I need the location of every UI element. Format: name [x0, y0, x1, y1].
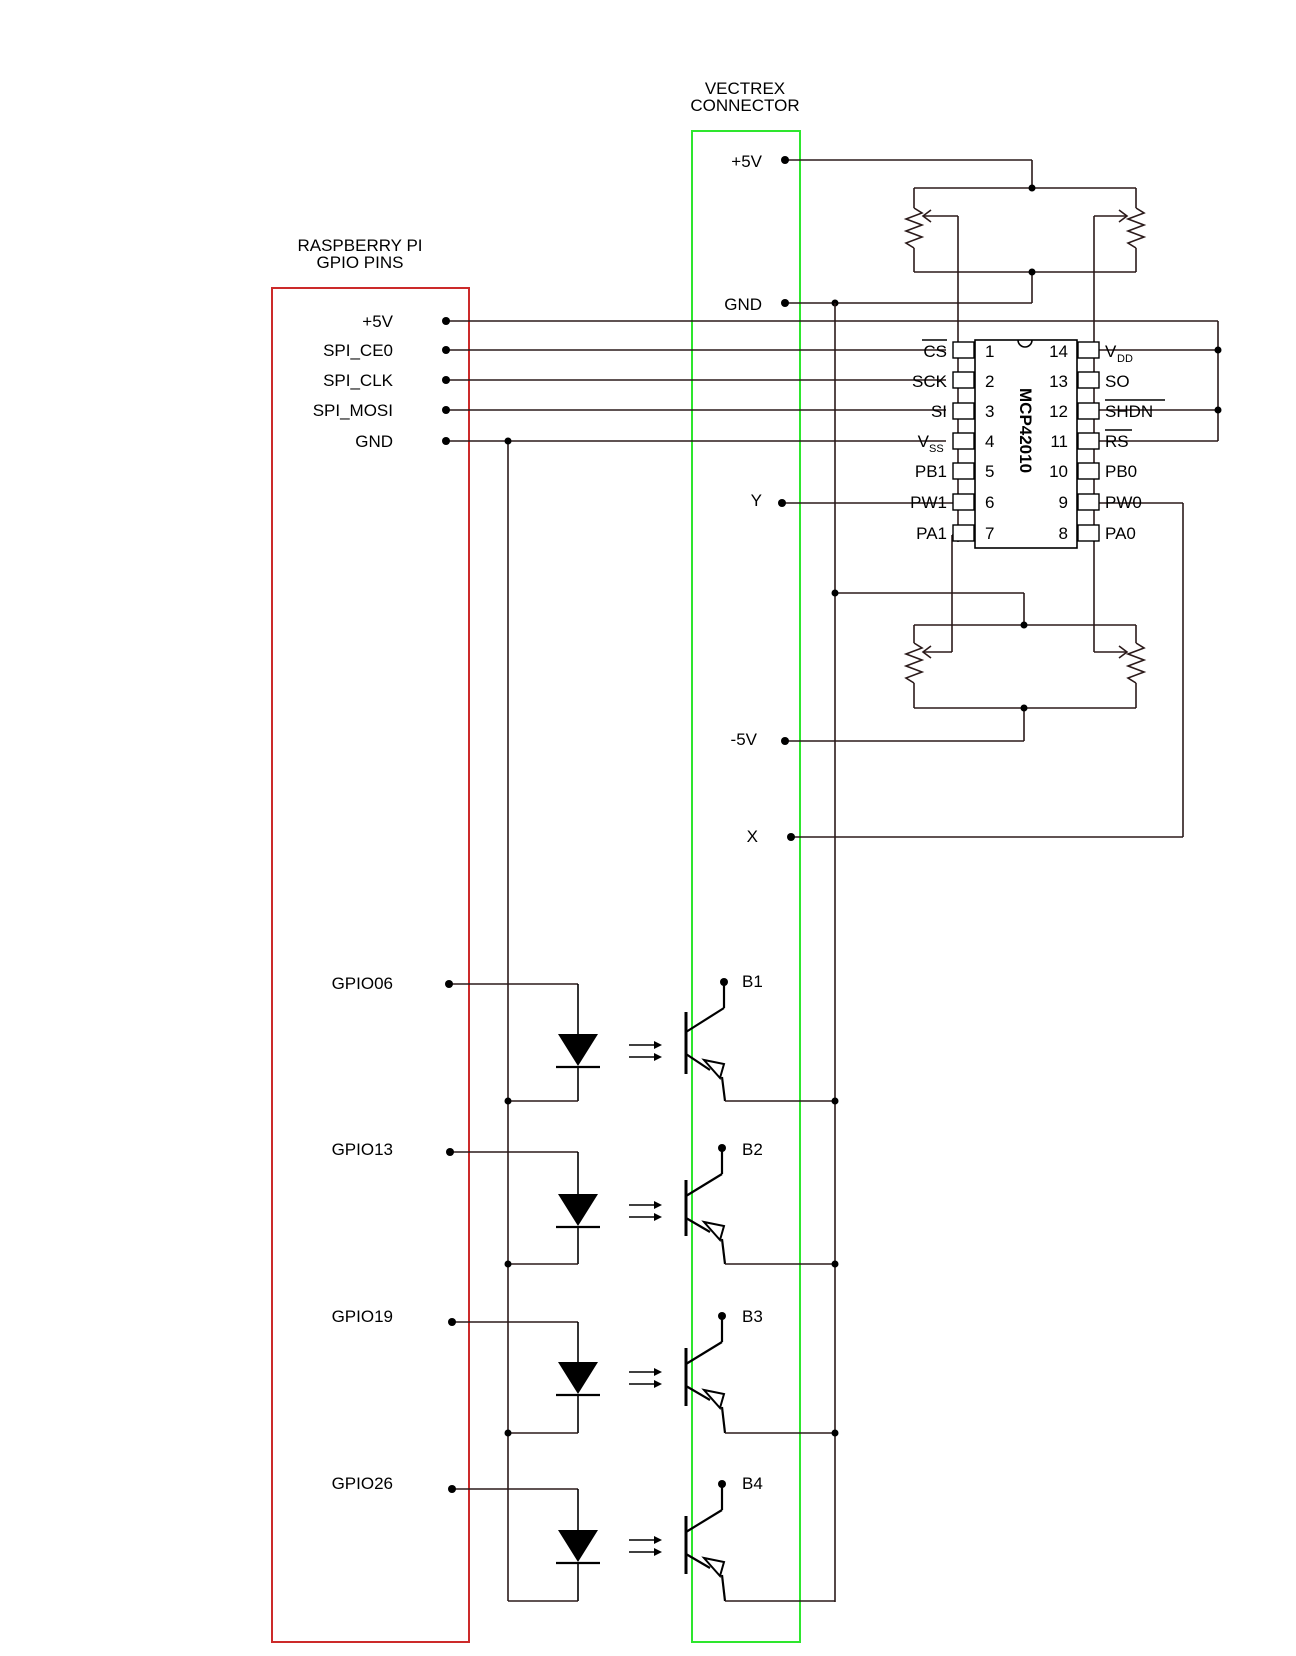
chip-pin-num: 3: [985, 402, 994, 421]
chip-pin-num: 8: [1059, 524, 1068, 543]
arrows-icon: [629, 1201, 662, 1221]
chip-pin-num: 7: [985, 524, 994, 543]
chip-pin-label-shdn: SHDN: [1105, 402, 1153, 421]
chip-pin-label-vss-sub: SS: [929, 443, 944, 455]
chip-left-pins: [952, 341, 975, 542]
vectrex-pin-x: X: [747, 827, 758, 846]
arrows-icon: [629, 1536, 662, 1556]
vectrex-wires: [778, 156, 1184, 1602]
rpi-title-line1: RASPBERRY PI: [297, 236, 422, 255]
optocoupler-4: B4: [448, 1474, 835, 1602]
led-icon: [558, 1194, 598, 1226]
vectrex-pin-y: Y: [751, 491, 762, 510]
rpi-header-box: [271, 287, 470, 1643]
chip-pin-label-pb0: PB0: [1105, 462, 1137, 481]
arrows-icon: [629, 1041, 662, 1061]
rpi-pin-5v: +5V: [362, 312, 393, 331]
led-icon: [558, 1362, 598, 1394]
chip-pin-label-sck: SCK: [912, 372, 948, 391]
vectrex-pin-gnd: GND: [724, 295, 762, 314]
chip-pin-num: 2: [985, 372, 994, 391]
chip-pin-num: 9: [1059, 493, 1068, 512]
chip-pin-label-vdd-sub: DD: [1117, 353, 1133, 365]
potentiometer-icon: [903, 534, 1147, 712]
chip-pin-num: 1: [985, 342, 994, 361]
phototransistor-icon: [684, 1312, 839, 1437]
chip-pin-num: 14: [1049, 342, 1068, 361]
rpi-pin-spi-mosi: SPI_MOSI: [313, 401, 393, 420]
chip-pin-label-pw1: PW1: [910, 493, 947, 512]
chip-pin-label-so: SO: [1105, 372, 1130, 391]
chip-right-pins: [1077, 341, 1100, 542]
optocoupler-2: B2: [446, 1140, 839, 1268]
chip-pin-label-pa1: PA1: [916, 524, 947, 543]
phototransistor-icon: [684, 978, 839, 1105]
chip-pin-label-vss: V: [918, 432, 930, 451]
button-label-b4: B4: [742, 1474, 763, 1493]
rpi-pin-gnd: GND: [355, 432, 393, 451]
arrows-icon: [629, 1368, 662, 1388]
mcp42010-chip: MCP42010: [974, 339, 1078, 549]
chip-pin-label-pb1: PB1: [915, 462, 947, 481]
chip-pin-label-pa0: PA0: [1105, 524, 1136, 543]
vectrex-title-line2: CONNECTOR: [690, 96, 799, 115]
chip-pin-label-si: SI: [931, 402, 947, 421]
rpi-pin-spi-clk: SPI_CLK: [323, 371, 394, 390]
led-icon: [558, 1530, 598, 1562]
vectrex-connector-box: [691, 130, 801, 1643]
chip-pin-label-cs: CS: [923, 342, 947, 361]
button-label-b1: B1: [742, 972, 763, 991]
phototransistor-icon: [684, 1144, 839, 1268]
chip-pin-num: 12: [1049, 402, 1068, 421]
chip-pin-label-vdd: V: [1105, 342, 1117, 361]
chip-pin-num: 4: [985, 432, 994, 451]
chip-pin-num: 11: [1050, 432, 1068, 451]
phototransistor-icon: [684, 1480, 835, 1602]
rpi-gpio26: GPIO26: [332, 1474, 393, 1493]
chip-pin-num: 13: [1049, 372, 1068, 391]
chip-pin-label-rs: RS: [1105, 432, 1129, 451]
chip-name: MCP42010: [1016, 388, 1035, 473]
rpi-gpio19: GPIO19: [332, 1307, 393, 1326]
chip-pin-num: 6: [985, 493, 994, 512]
button-label-b3: B3: [742, 1307, 763, 1326]
vectrex-pin-5v: +5V: [731, 152, 762, 171]
optocoupler-3: B3: [448, 1307, 839, 1437]
rpi-pin-spi-ce0: SPI_CE0: [323, 341, 393, 360]
optocoupler-1: B1: [445, 972, 839, 1105]
vectrex-title-line1: VECTREX: [705, 79, 785, 98]
chip-pin-num: 5: [985, 462, 994, 481]
spi-wires: [442, 317, 1222, 1601]
led-icon: [558, 1034, 598, 1066]
chip-pin-num: 10: [1049, 462, 1068, 481]
rpi-gpio06: GPIO06: [332, 974, 393, 993]
vectrex-pin-minus5v: -5V: [731, 730, 758, 749]
rpi-gpio13: GPIO13: [332, 1140, 393, 1159]
chip-pin-label-pw0: PW0: [1105, 493, 1142, 512]
button-label-b2: B2: [742, 1140, 763, 1159]
rpi-title-line2: GPIO PINS: [317, 253, 404, 272]
